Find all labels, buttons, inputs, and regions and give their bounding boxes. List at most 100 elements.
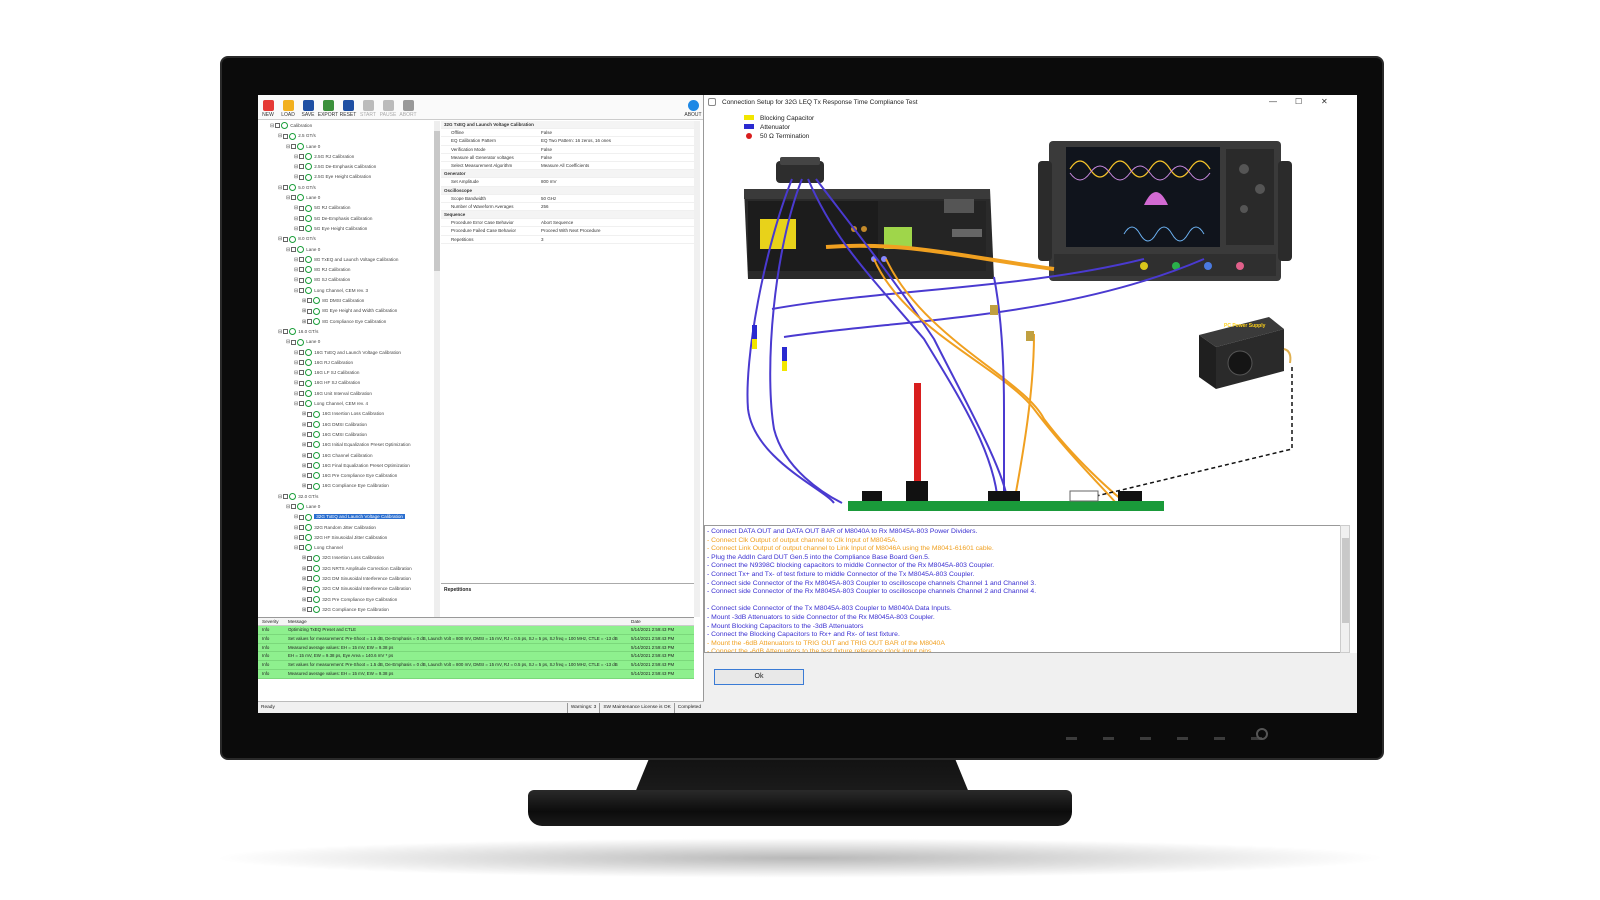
tree-checkbox[interactable] bbox=[283, 493, 289, 499]
expand-icon[interactable]: ⊟ bbox=[286, 503, 291, 510]
log-header-message[interactable]: Message bbox=[288, 619, 307, 624]
tree-checkbox[interactable] bbox=[299, 391, 305, 396]
tree-checkbox[interactable] bbox=[283, 185, 289, 191]
tree-node[interactable]: ⊟8G SJ Calibration bbox=[258, 275, 439, 285]
tree-node[interactable]: ⊞32G DM Sinusoidal Interference Calibrat… bbox=[258, 574, 439, 584]
tree-checkbox[interactable] bbox=[291, 339, 297, 345]
tree-checkbox[interactable] bbox=[299, 164, 305, 170]
tree-node[interactable]: ⊟8G RJ Calibration bbox=[258, 265, 439, 275]
tree-node[interactable]: ⊟32G HF Sinusoidal Jitter Calibration bbox=[258, 533, 439, 543]
tree-checkbox[interactable] bbox=[307, 298, 313, 304]
tree-node[interactable]: ⊟2.5G De-Emphasis Calibration bbox=[258, 162, 439, 172]
tree-checkbox[interactable] bbox=[307, 483, 313, 489]
tree-node[interactable]: ⊟5G Eye Height Calibration bbox=[258, 224, 439, 234]
tree-checkbox[interactable] bbox=[299, 277, 305, 283]
expand-icon[interactable]: ⊟ bbox=[294, 349, 299, 356]
tree-node[interactable]: ⊟16G HF SJ Calibration bbox=[258, 378, 439, 388]
bezel-button[interactable] bbox=[1214, 737, 1225, 740]
tree-checkbox[interactable] bbox=[299, 360, 305, 366]
bezel-button[interactable] bbox=[1103, 737, 1114, 740]
property-value[interactable]: False bbox=[541, 130, 553, 136]
expand-icon[interactable]: ⊟ bbox=[294, 370, 299, 377]
tree-checkbox[interactable] bbox=[299, 267, 305, 273]
property-value[interactable]: 800 mV bbox=[541, 179, 557, 185]
tree-node[interactable]: ⊟Lane 0 bbox=[258, 337, 439, 347]
tree-checkbox[interactable] bbox=[307, 432, 313, 438]
expand-icon[interactable]: ⊞ bbox=[302, 483, 307, 490]
expand-icon[interactable]: ⊟ bbox=[294, 287, 299, 294]
close-button[interactable]: ✕ bbox=[1321, 97, 1328, 106]
expand-icon[interactable]: ⊟ bbox=[286, 195, 291, 202]
expand-icon[interactable]: ⊟ bbox=[270, 123, 275, 129]
tree-node[interactable]: ⊞32G Insertion Loss Calibration bbox=[258, 553, 439, 563]
tree-checkbox[interactable] bbox=[299, 370, 305, 376]
tree-checkbox[interactable] bbox=[275, 123, 281, 129]
expand-icon[interactable]: ⊞ bbox=[302, 606, 307, 613]
expand-icon[interactable]: ⊟ bbox=[294, 545, 299, 552]
expand-icon[interactable]: ⊟ bbox=[286, 339, 291, 346]
expand-icon[interactable]: ⊞ bbox=[302, 596, 307, 603]
tree-checkbox[interactable] bbox=[291, 504, 297, 510]
tree-checkbox[interactable] bbox=[299, 349, 305, 355]
tree-node[interactable]: ⊟8G TxEQ and Launch Voltage Calibration bbox=[258, 255, 439, 265]
tree-checkbox[interactable] bbox=[307, 596, 313, 602]
expand-icon[interactable]: ⊞ bbox=[302, 462, 307, 469]
expand-icon[interactable]: ⊟ bbox=[294, 277, 299, 284]
tree-node[interactable]: ⊞16G CMSI Calibration bbox=[258, 430, 439, 440]
tree-node[interactable]: ⊞32G Compliance Eye Calibration bbox=[258, 605, 439, 615]
tree-checkbox[interactable] bbox=[283, 133, 289, 139]
expand-icon[interactable]: ⊞ bbox=[302, 442, 307, 449]
expand-icon[interactable]: ⊞ bbox=[302, 431, 307, 438]
tree-node[interactable]: ⊞8G Eye Height and Width Calibration bbox=[258, 306, 439, 316]
expand-icon[interactable]: ⊟ bbox=[294, 380, 299, 387]
expand-icon[interactable]: ⊟ bbox=[294, 164, 299, 171]
tree-node[interactable]: ⊟Calibration bbox=[258, 121, 439, 131]
expand-icon[interactable]: ⊟ bbox=[278, 236, 283, 243]
tree-node[interactable]: ⊟16G Unit Interval Calibration bbox=[258, 389, 439, 399]
save-button[interactable]: SAVE bbox=[298, 95, 318, 119]
new-button[interactable]: NEW bbox=[258, 95, 278, 119]
expand-icon[interactable]: ⊟ bbox=[294, 524, 299, 531]
tree-node[interactable]: ⊟Long Channel bbox=[258, 543, 439, 553]
property-value[interactable]: Abort Sequence bbox=[541, 220, 574, 226]
tree-node[interactable]: ⊟5G RJ Calibration bbox=[258, 203, 439, 213]
expand-icon[interactable]: ⊟ bbox=[278, 133, 283, 140]
maximize-button[interactable]: ☐ bbox=[1295, 97, 1303, 106]
ok-button[interactable]: Ok bbox=[714, 669, 804, 685]
expand-icon[interactable]: ⊞ bbox=[302, 421, 307, 428]
expand-icon[interactable]: ⊟ bbox=[286, 246, 291, 253]
tree-node[interactable]: ⊞16G Insertion Loss Calibration bbox=[258, 409, 439, 419]
expand-icon[interactable]: ⊞ bbox=[302, 473, 307, 480]
tree-checkbox[interactable] bbox=[291, 195, 297, 201]
tree-node[interactable]: ⊟Long Channel, CEM rev. 4 bbox=[258, 399, 439, 409]
property-value[interactable]: Measure All Coefficients bbox=[541, 162, 590, 168]
tree-node[interactable]: ⊞16G Pre Compliance Eye Calibration bbox=[258, 471, 439, 481]
tree-checkbox[interactable] bbox=[299, 226, 305, 232]
tree-node[interactable]: ⊞16G Channel Calibration bbox=[258, 451, 439, 461]
bezel-button[interactable] bbox=[1066, 737, 1077, 740]
tree-node[interactable]: ⊟32.0 GT/s bbox=[258, 492, 439, 502]
expand-icon[interactable]: ⊟ bbox=[286, 143, 291, 150]
tree-node[interactable]: ⊟16G RJ Calibration bbox=[258, 358, 439, 368]
tree-node[interactable]: ⊞16G Compliance Eye Calibration bbox=[258, 481, 439, 491]
property-category[interactable]: Oscilloscope bbox=[441, 186, 694, 195]
property-scrollbar[interactable] bbox=[694, 121, 700, 617]
tree-node[interactable]: ⊟Lane 0 bbox=[258, 245, 439, 255]
tree-checkbox[interactable] bbox=[307, 318, 313, 324]
export-button[interactable]: EXPORT bbox=[318, 95, 338, 119]
tree-scroll-thumb[interactable] bbox=[434, 131, 440, 271]
tree-checkbox[interactable] bbox=[307, 411, 313, 417]
log-header-date[interactable]: Date bbox=[631, 619, 641, 624]
tree-checkbox[interactable] bbox=[307, 442, 313, 448]
tree-checkbox[interactable] bbox=[299, 514, 305, 520]
tree-node[interactable]: ⊞8G DMSI Calibration bbox=[258, 296, 439, 306]
property-value[interactable]: Proceed With Next Procedure bbox=[541, 228, 601, 234]
minimize-button[interactable]: — bbox=[1269, 97, 1277, 106]
